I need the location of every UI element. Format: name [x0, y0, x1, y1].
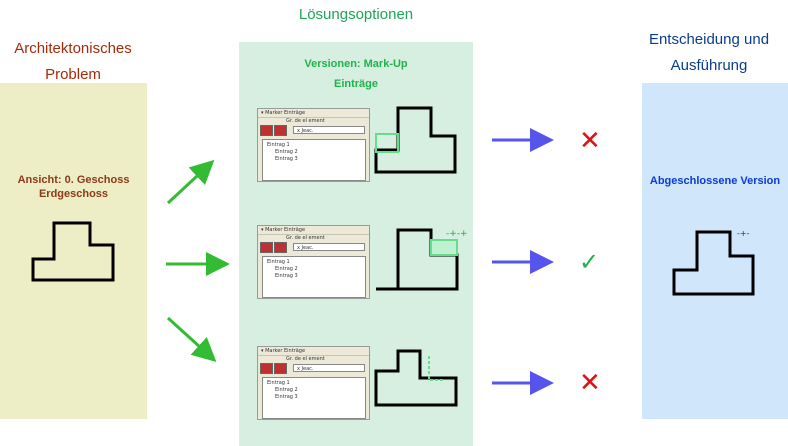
tree-row[interactable]: Eintrag 3 — [275, 273, 298, 279]
problem-view-label-line-2: Erdgeschoss — [38, 188, 109, 200]
dialog-header: Marker Einträge — [265, 110, 306, 116]
entry-tree: Eintrag 1 Eintrag 2 Eintrag 3 — [262, 256, 366, 298]
dialog-select[interactable]: x Jeac. — [293, 243, 365, 251]
problem-title-line-1: Architektonisches — [14, 40, 132, 57]
tree-row[interactable]: Eintrag 1 — [267, 380, 290, 386]
decision-column-title: Entscheidung und Ausführung — [630, 27, 788, 79]
final-plan-symbol: -+- — [737, 229, 750, 238]
green-arrow-down — [166, 316, 217, 363]
entry-tree: Eintrag 1 Eintrag 2 Eintrag 3 — [262, 377, 366, 419]
accepted-check-icon: ✓ — [579, 249, 600, 276]
problem-panel — [0, 83, 147, 419]
option-2-markup-symbol: -+-+ — [446, 229, 468, 239]
dialog-header: Marker Einträge — [265, 348, 306, 354]
tree-row[interactable]: Eintrag 2 — [275, 387, 298, 393]
decision-panel — [642, 83, 788, 419]
close-icon[interactable] — [274, 125, 287, 136]
decision-title-line-2: Ausführung — [670, 57, 748, 74]
dialog-label: Gr. de el ement — [286, 118, 325, 124]
final-version-label: Abgeschlossene Version — [649, 175, 781, 187]
markup-dialog-2: ▾ Marker Einträge Gr. de el ement x Jeac… — [257, 225, 370, 299]
entry-tree: Eintrag 1 Eintrag 2 Eintrag 3 — [262, 139, 366, 181]
problem-title-line-2: Problem — [45, 66, 101, 83]
rejected-cross-icon-2: ✕ — [579, 367, 601, 397]
delete-icon[interactable] — [260, 363, 273, 374]
problem-view-label-line-1: Ansicht: 0. Geschoss — [17, 174, 130, 186]
problem-floor-plan — [31, 221, 115, 282]
final-floor-plan — [672, 230, 755, 296]
tree-row[interactable]: Eintrag 1 — [267, 142, 290, 148]
dialog-select[interactable]: x Jeac. — [293, 364, 365, 372]
green-arrow-up — [166, 159, 215, 205]
close-icon[interactable] — [274, 363, 287, 374]
tree-row[interactable]: Eintrag 3 — [275, 394, 298, 400]
option-3-markup — [428, 356, 443, 381]
options-column-title: Lösungsoptionen — [298, 6, 414, 23]
tree-row[interactable]: Eintrag 2 — [275, 266, 298, 272]
dialog-label: Gr. de el ement — [286, 235, 325, 241]
tree-row[interactable]: Eintrag 3 — [275, 156, 298, 162]
decision-title-line-1: Entscheidung und — [648, 31, 770, 48]
problem-view-label: Ansicht: 0. Geschoss Erdgeschoss — [0, 173, 147, 201]
option-1-floor-plan — [374, 106, 457, 174]
option-2-floor-plan — [376, 228, 459, 291]
close-icon[interactable] — [274, 242, 287, 253]
delete-icon[interactable] — [260, 242, 273, 253]
problem-column-title: Architektonisches Problem — [0, 36, 146, 88]
dialog-select[interactable]: x Jeac. — [293, 126, 365, 134]
markup-dialog-3: ▾ Marker Einträge Gr. de el ement x Jeac… — [257, 346, 370, 420]
options-subtitle: Versionen: Mark-Up Einträge — [239, 54, 473, 94]
tree-row[interactable]: Eintrag 2 — [275, 149, 298, 155]
delete-icon[interactable] — [260, 125, 273, 136]
options-subtitle-line-1: Versionen: Mark-Up — [304, 58, 408, 70]
dialog-label: Gr. de el ement — [286, 356, 325, 362]
option-2-markup — [430, 239, 458, 256]
options-subtitle-line-2: Einträge — [333, 78, 378, 90]
tree-row[interactable]: Eintrag 1 — [267, 259, 290, 265]
option-1-markup — [375, 133, 399, 153]
dialog-header: Marker Einträge — [265, 227, 306, 233]
markup-dialog-1: ▾ Marker Einträge Gr. de el ement x Jeac… — [257, 108, 370, 182]
option-3-floor-plan — [374, 349, 458, 407]
rejected-cross-icon: ✕ — [579, 125, 601, 155]
